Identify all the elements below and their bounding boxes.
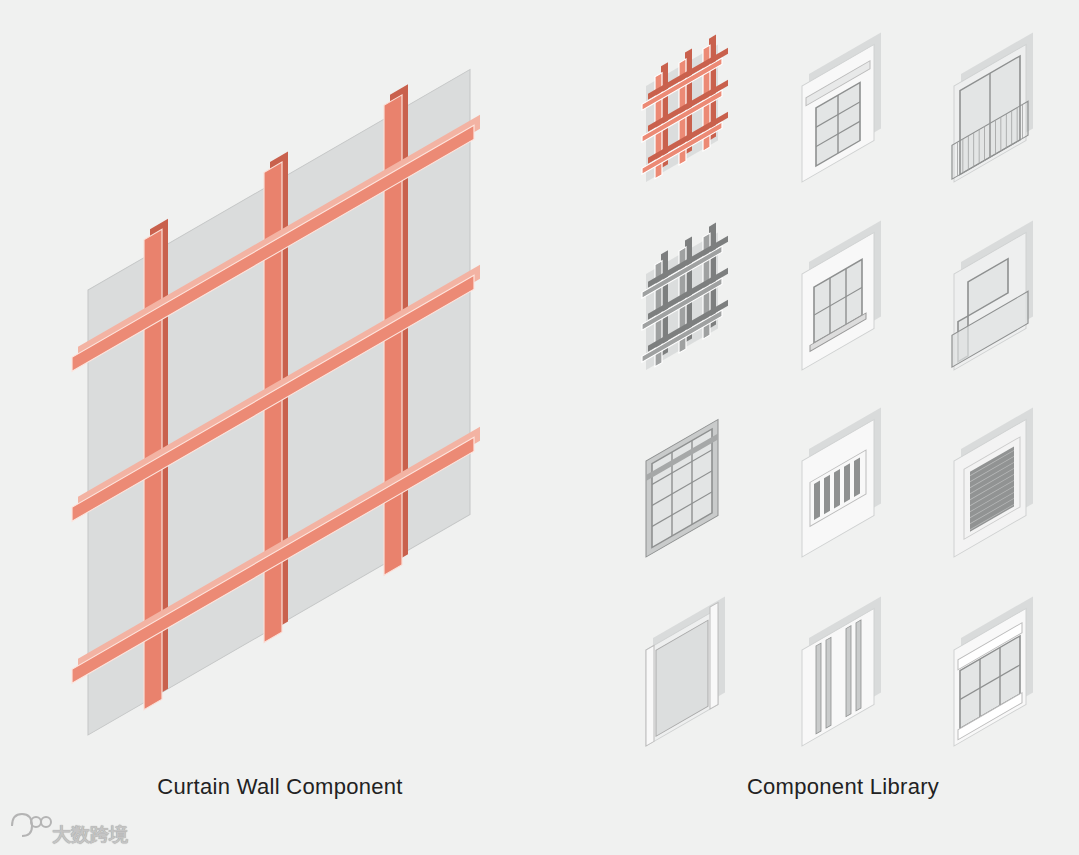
frame-bar: [642, 300, 728, 363]
frame-bar: [642, 80, 728, 143]
library-component: [954, 596, 1033, 746]
figure-caption: Component Library: [747, 774, 939, 800]
watermark: 大数跨境: [52, 822, 128, 848]
library-component: [802, 32, 881, 182]
figure-caption: Curtain Wall Component: [157, 774, 402, 800]
library-component: [954, 407, 1033, 557]
library-component: [646, 419, 718, 557]
curtain-wall: [72, 39, 480, 755]
library-component: [642, 216, 728, 375]
frame-bar: [642, 268, 728, 331]
library-component: [952, 220, 1033, 371]
library-component: [952, 32, 1033, 183]
frame-bar: [72, 115, 480, 371]
component-library: [642, 28, 1033, 746]
library-component: [642, 28, 728, 187]
frame-bar: [642, 48, 728, 111]
frame-bar: [642, 236, 728, 299]
frame-bar: [642, 112, 728, 175]
library-component: [802, 596, 881, 746]
library-component: [646, 596, 725, 746]
library-component: [802, 220, 881, 370]
library-component: [802, 407, 881, 557]
watermark-logo: [12, 814, 51, 836]
frame-bar: [72, 427, 480, 683]
